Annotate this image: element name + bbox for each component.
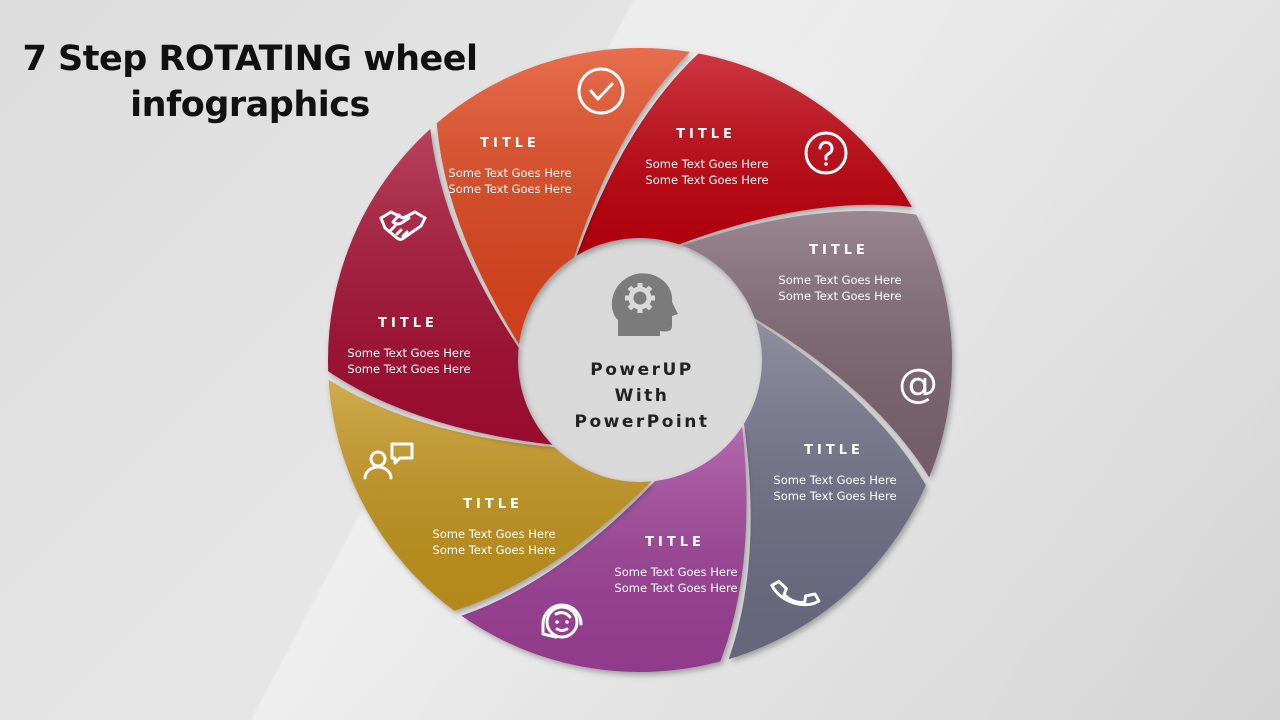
customer-support-icon	[541, 603, 583, 639]
wheel-segment-purple	[461, 426, 747, 673]
svg-text:Some Text Goes Here: Some Text Goes Here	[347, 362, 470, 376]
slide-title-line2: infographics	[130, 85, 370, 125]
center-line3: PowerPoint	[575, 412, 710, 432]
segment-label-orange: TITLE Some Text Goes Here Some Text Goes…	[347, 316, 470, 376]
svg-text:Some Text Goes Here: Some Text Goes Here	[448, 166, 571, 180]
svg-text:Some Text Goes Here: Some Text Goes Here	[432, 543, 555, 557]
segment-label-red: TITLE Some Text Goes Here Some Text Goes…	[448, 136, 571, 196]
svg-text:@: @	[898, 361, 938, 407]
wheel-segment-orange	[436, 47, 690, 345]
at-sign-icon: @	[898, 361, 938, 407]
question-circle-icon	[804, 131, 848, 175]
wheel-segment-gold	[328, 379, 652, 611]
svg-text:TITLE: TITLE	[804, 443, 864, 458]
check-circle-icon	[577, 67, 625, 115]
segment-label-crimson: TITLE Some Text Goes Here Some Text Goes…	[432, 497, 555, 557]
svg-text:TITLE: TITLE	[480, 136, 540, 151]
center-disc	[512, 232, 768, 488]
slide-title: 7 Step ROTATING wheel infographics	[20, 36, 480, 128]
wheel-segment-crimson	[327, 129, 553, 445]
slide-title-line1: 7 Step ROTATING wheel	[22, 39, 478, 79]
head-gear-icon	[611, 273, 678, 336]
svg-text:Some Text Goes Here: Some Text Goes Here	[448, 182, 571, 196]
wheel-segment-mauve	[682, 211, 953, 478]
center-line2: With	[615, 386, 670, 406]
center-line1: PowerUP	[590, 360, 694, 380]
svg-text:TITLE: TITLE	[676, 127, 736, 142]
svg-text:Some Text Goes Here: Some Text Goes Here	[778, 273, 901, 287]
segment-label-mauve: TITLE Some Text Goes Here Some Text Goes…	[645, 127, 768, 187]
svg-text:TITLE: TITLE	[463, 497, 523, 512]
svg-text:Some Text Goes Here: Some Text Goes Here	[645, 157, 768, 171]
wheel-segment-slate	[728, 321, 926, 660]
wheel-segment-gold-shine	[328, 379, 652, 611]
wheel-segment-red-shine	[576, 53, 912, 256]
handshake-icon	[379, 210, 427, 241]
svg-text:Some Text Goes Here: Some Text Goes Here	[614, 581, 737, 595]
wheel-segment-mauve-shine	[682, 211, 953, 478]
svg-text:TITLE: TITLE	[378, 316, 438, 331]
svg-text:Some Text Goes Here: Some Text Goes Here	[347, 346, 470, 360]
svg-text:Some Text Goes Here: Some Text Goes Here	[773, 473, 896, 487]
user-chat-icon	[363, 442, 414, 480]
wheel-segment-crimson-shine	[327, 129, 553, 445]
svg-text:TITLE: TITLE	[809, 243, 869, 258]
wheel-segment-slate-shine	[728, 321, 926, 660]
wheel-segment-orange-shine	[436, 47, 690, 345]
svg-text:TITLE: TITLE	[645, 535, 705, 550]
segment-label-slate: TITLE Some Text Goes Here Some Text Goes…	[778, 243, 901, 303]
svg-text:Some Text Goes Here: Some Text Goes Here	[645, 173, 768, 187]
wheel-segment-red	[576, 53, 912, 256]
segment-label-purple: TITLE Some Text Goes Here Some Text Goes…	[773, 443, 896, 503]
svg-text:Some Text Goes Here: Some Text Goes Here	[778, 289, 901, 303]
svg-text:Some Text Goes Here: Some Text Goes Here	[614, 565, 737, 579]
phone-icon	[770, 579, 821, 607]
svg-text:Some Text Goes Here: Some Text Goes Here	[432, 527, 555, 541]
svg-text:Some Text Goes Here: Some Text Goes Here	[773, 489, 896, 503]
wheel-segment-purple-shine	[461, 426, 747, 673]
segment-label-gold: TITLE Some Text Goes Here Some Text Goes…	[614, 535, 737, 595]
